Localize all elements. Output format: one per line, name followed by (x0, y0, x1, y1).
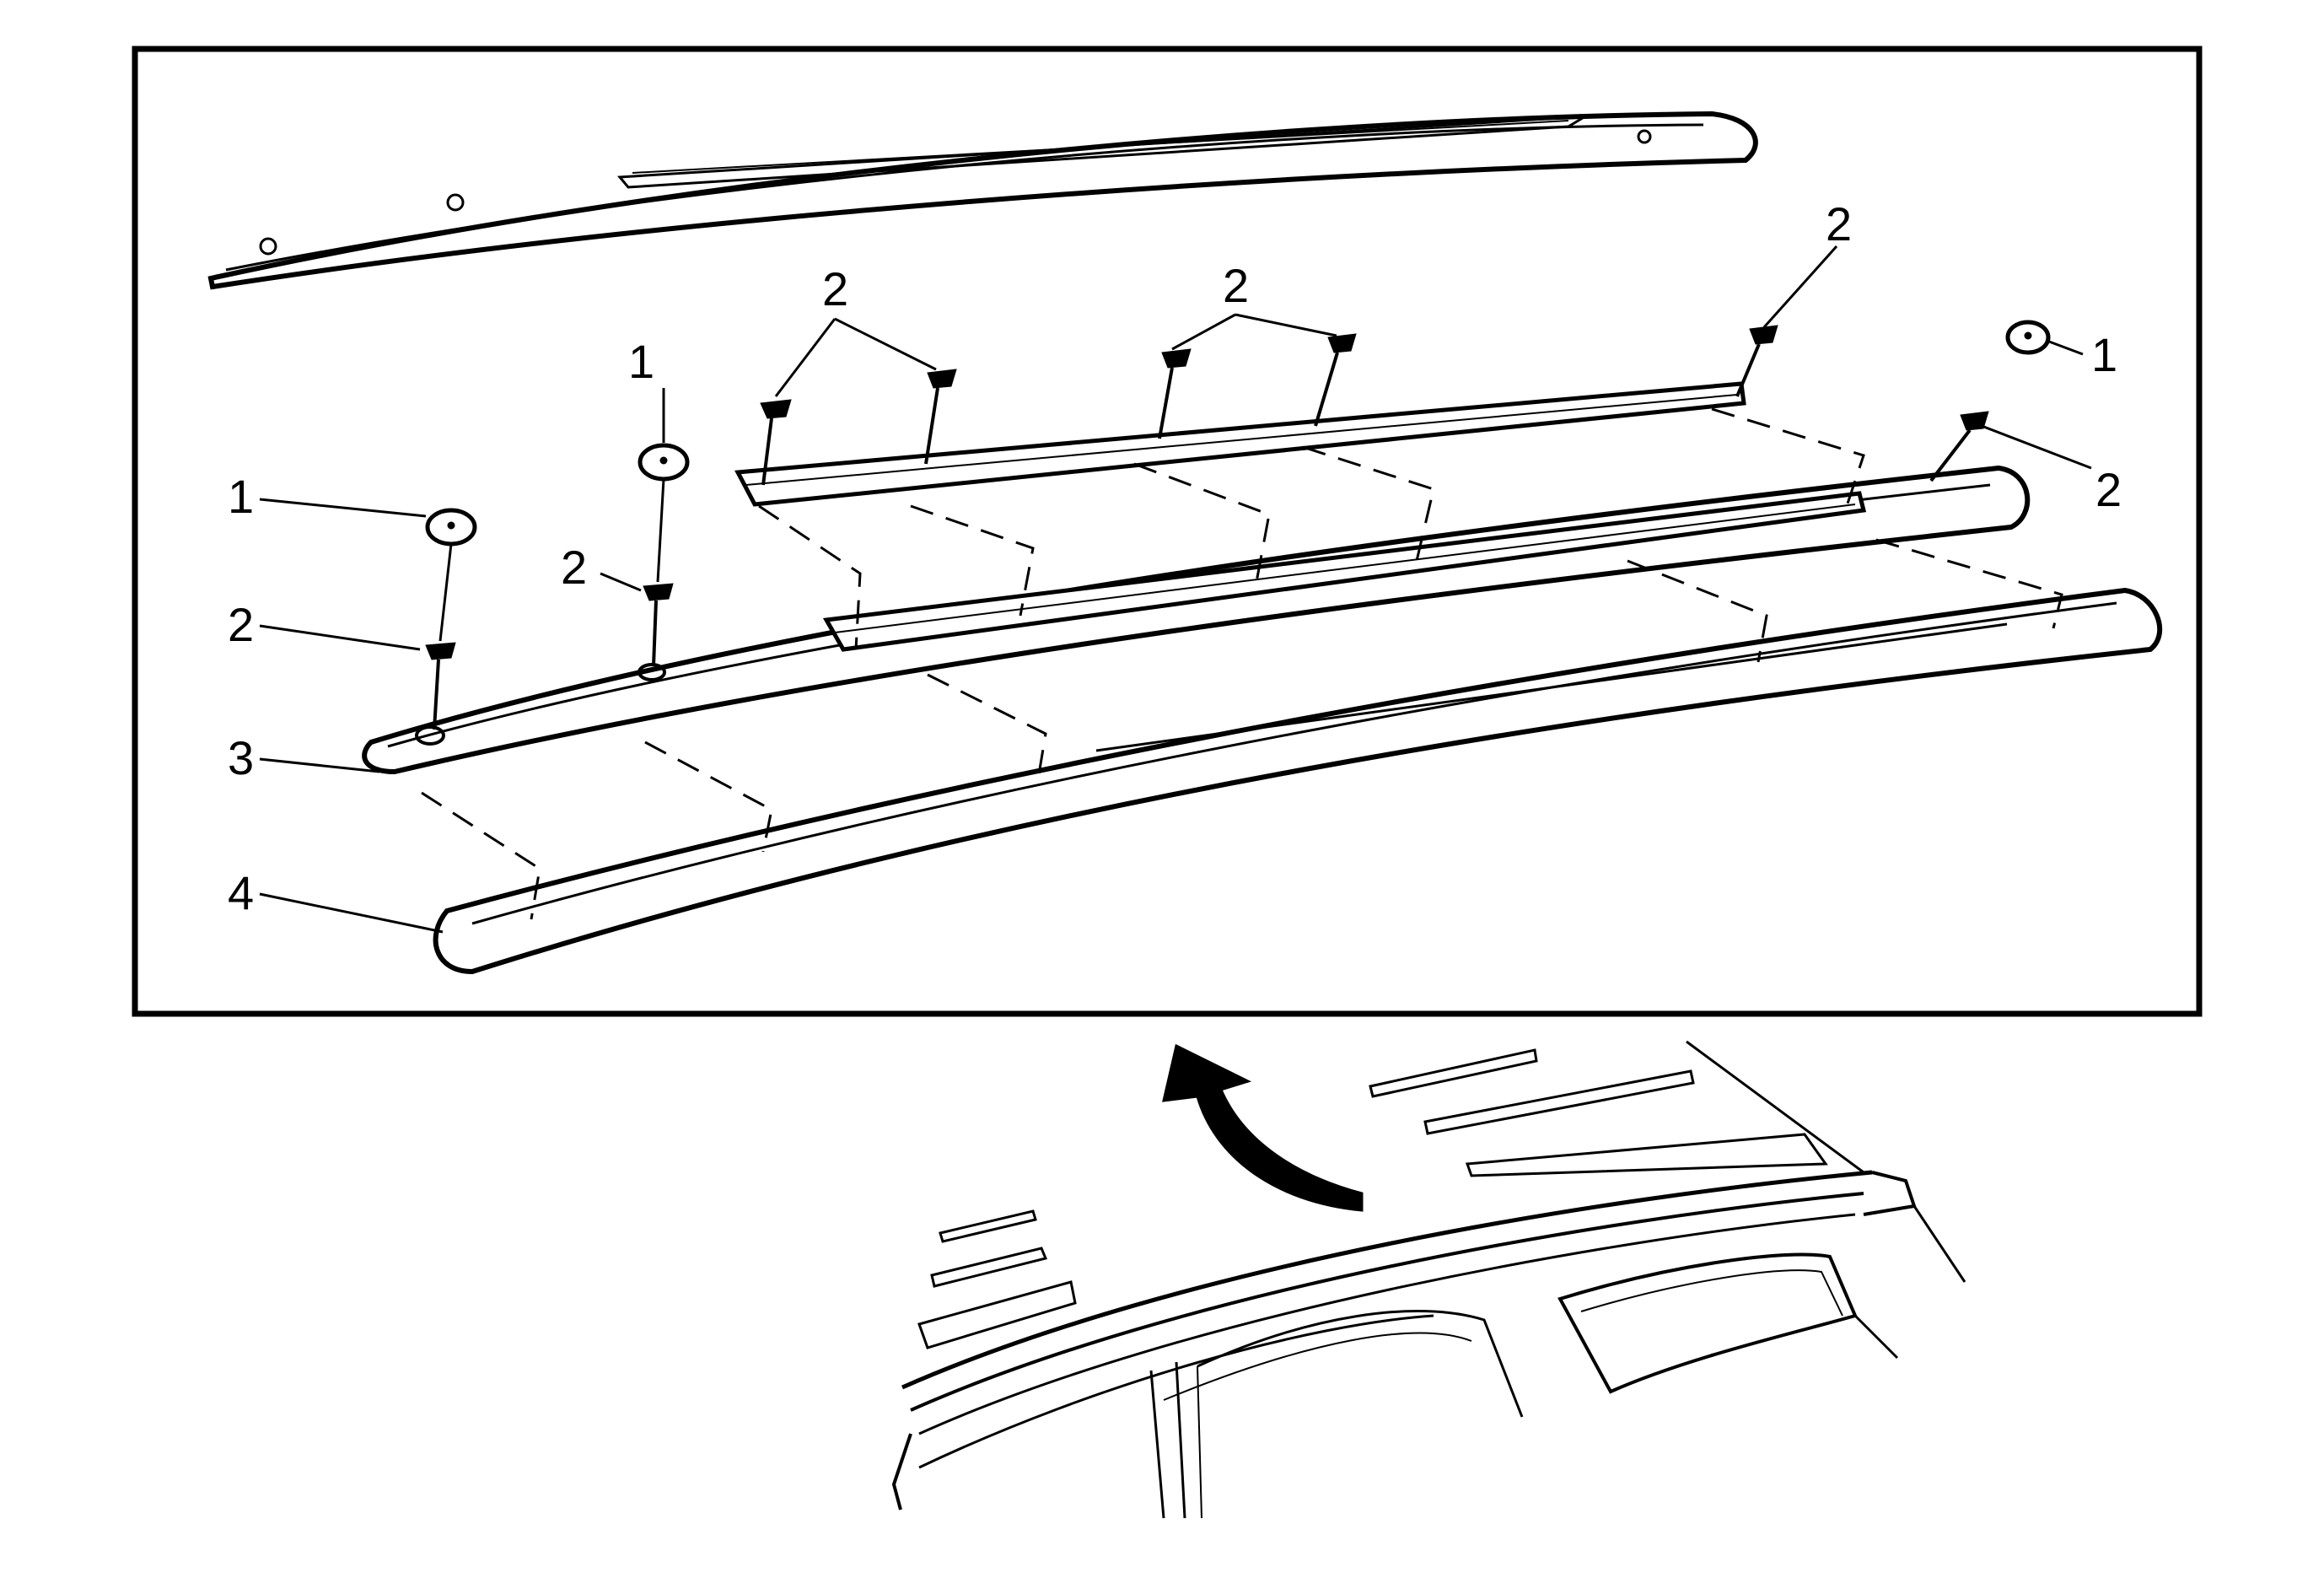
callout-1-right: 1 (2091, 328, 2117, 381)
callout-2-channel-left: 2 (822, 262, 848, 315)
bolt-icon (1161, 348, 1192, 369)
alignment-lines (421, 407, 2063, 920)
callouts: 1 1 1 2 2 2 2 2 2 3 4 (228, 197, 2122, 919)
bolt-icon (1960, 411, 1989, 431)
fastener-group-right (1929, 320, 2051, 482)
callout-3: 3 (228, 731, 254, 784)
bolt-icon (643, 583, 674, 601)
callout-2-mid: 2 (561, 541, 587, 594)
callout-2-channel-right: 2 (1826, 197, 1852, 250)
callout-2-left: 2 (228, 598, 254, 651)
callout-2-right: 2 (2095, 463, 2122, 516)
roof-rail-cover (207, 110, 1758, 290)
bolt-icon (1749, 325, 1778, 345)
callout-4: 4 (228, 866, 254, 919)
bolt-icon (425, 642, 456, 660)
bolt-icon (927, 369, 957, 389)
bolt-icon (1327, 333, 1357, 353)
fastener-group-left (415, 443, 690, 746)
bolt-icon (760, 399, 792, 419)
detail-frame (132, 46, 2203, 1017)
rail-channel-strip (734, 381, 1867, 652)
vehicle-roof-view (891, 1040, 1966, 1519)
locator-arrow-icon (1162, 1043, 1364, 1212)
fastener-group-channel (760, 325, 1778, 486)
roof-rail-part-4 (433, 587, 2163, 975)
callout-1-left: 1 (228, 470, 254, 523)
callout-2-channel-mid: 2 (1223, 259, 1249, 312)
leader-lines (259, 245, 2092, 934)
callout-1-mid: 1 (628, 335, 654, 388)
